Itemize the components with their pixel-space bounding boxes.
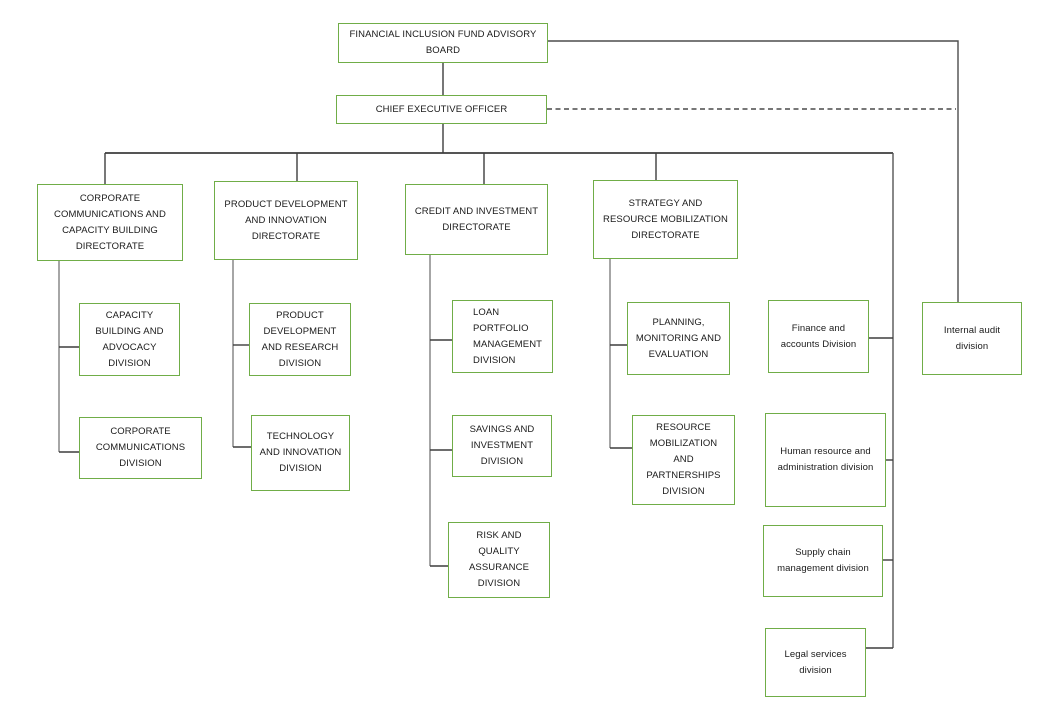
node-label: CORPORATE COMMUNICATIONS AND CAPACITY BU…: [54, 192, 166, 252]
node-resource-mobilization-partnerships-division: RESOURCE MOBILIZATION AND PARTNERSHIPS D…: [632, 415, 735, 505]
node-label: FINANCIAL INCLUSION FUND ADVISORY BOARD: [349, 29, 537, 56]
node-label: Supply chain management division: [777, 547, 869, 574]
node-savings-investment-division: SAVINGS AND INVESTMENT DIVISION: [452, 415, 552, 477]
node-label: PRODUCT DEVELOPMENT AND INNOVATION DIREC…: [224, 198, 348, 242]
node-label: TECHNOLOGY AND INNOVATION DIVISION: [259, 431, 342, 474]
node-finance-accounts-division: Finance and accounts Division: [768, 300, 869, 373]
node-label: CREDIT AND INVESTMENT DIRECTORATE: [414, 205, 539, 233]
node-chief-executive-officer: CHIEF EXECUTIVE OFFICER: [336, 95, 547, 124]
node-human-resource-administration-division: Human resource and administration divisi…: [765, 413, 886, 507]
node-label: RESOURCE MOBILIZATION AND PARTNERSHIPS D…: [646, 422, 721, 497]
node-label: CAPACITY BUILDING AND ADVOCACY DIVISION: [95, 309, 164, 369]
node-product-development-research-division: PRODUCT DEVELOPMENT AND RESEARCH DIVISIO…: [249, 303, 351, 376]
node-label: STRATEGY AND RESOURCE MOBILIZATION DIREC…: [603, 197, 728, 241]
node-label: LOAN PORTFOLIO MANAGEMENT DIVISION: [473, 306, 542, 366]
node-risk-quality-assurance-division: RISK AND QUALITY ASSURANCE DIVISION: [448, 522, 550, 598]
node-loan-portfolio-management-division: LOAN PORTFOLIO MANAGEMENT DIVISION: [452, 300, 553, 373]
node-internal-audit-division: Internal audit division: [922, 302, 1022, 375]
node-strategy-resource-mobilization-directorate: STRATEGY AND RESOURCE MOBILIZATION DIREC…: [593, 180, 738, 259]
node-label: PLANNING, MONITORING AND EVALUATION: [635, 316, 722, 360]
node-label: Finance and accounts Division: [780, 322, 857, 350]
edge-board-to-internal-audit: [548, 40, 959, 302]
node-legal-services-division: Legal services division: [765, 628, 866, 697]
node-corporate-communications-directorate: CORPORATE COMMUNICATIONS AND CAPACITY BU…: [37, 184, 183, 261]
node-label: Legal services division: [784, 648, 847, 676]
node-credit-investment-directorate: CREDIT AND INVESTMENT DIRECTORATE: [405, 184, 548, 255]
node-label: RISK AND QUALITY ASSURANCE DIVISION: [468, 530, 530, 589]
node-label: SAVINGS AND INVESTMENT DIVISION: [469, 424, 535, 467]
node-corporate-communications-division: CORPORATE COMMUNICATIONS DIVISION: [79, 417, 202, 479]
node-advisory-board: FINANCIAL INCLUSION FUND ADVISORY BOARD: [338, 23, 548, 63]
node-label: CORPORATE COMMUNICATIONS DIVISION: [95, 426, 186, 469]
node-planning-monitoring-evaluation: PLANNING, MONITORING AND EVALUATION: [627, 302, 730, 375]
node-label: PRODUCT DEVELOPMENT AND RESEARCH DIVISIO…: [261, 309, 339, 369]
node-supply-chain-management-division: Supply chain management division: [763, 525, 883, 597]
node-label: CHIEF EXECUTIVE OFFICER: [375, 103, 508, 115]
node-technology-innovation-division: TECHNOLOGY AND INNOVATION DIVISION: [251, 415, 350, 491]
node-label: Human resource and administration divisi…: [777, 446, 874, 473]
node-capacity-building-advocacy-division: CAPACITY BUILDING AND ADVOCACY DIVISION: [79, 303, 180, 376]
node-label: Internal audit division: [943, 324, 1001, 352]
node-product-development-directorate: PRODUCT DEVELOPMENT AND INNOVATION DIREC…: [214, 181, 358, 260]
